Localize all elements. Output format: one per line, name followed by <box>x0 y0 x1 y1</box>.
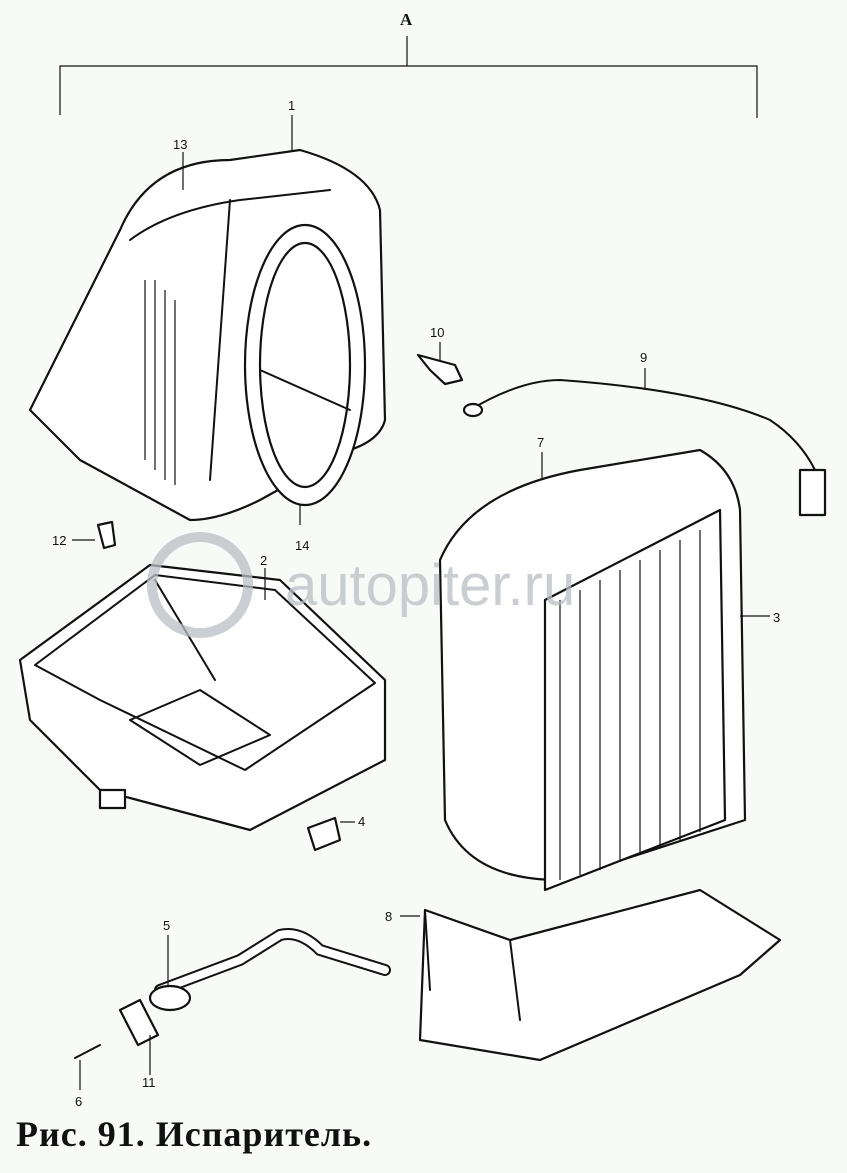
lower-tray <box>18 563 387 832</box>
callout-3: 3 <box>773 610 780 625</box>
callout-1: 1 <box>288 98 295 113</box>
leader-lines <box>72 115 770 1090</box>
callout-2: 2 <box>260 553 267 568</box>
drain-tube-assembly <box>74 816 391 1059</box>
callout-11: 11 <box>142 1075 156 1090</box>
figure-caption: Рис. 91. Испаритель. <box>16 1114 373 1154</box>
callout-10: 10 <box>430 325 444 340</box>
callout-14: 14 <box>295 538 309 553</box>
sensor-part-9 <box>462 379 827 517</box>
callout-9: 9 <box>640 350 647 365</box>
watermark: autopiter.ru <box>147 532 575 638</box>
svg-text:A: A <box>400 10 413 29</box>
callout-8: 8 <box>385 909 392 924</box>
callout-4: 4 <box>358 814 365 829</box>
drain-pan <box>418 888 782 1062</box>
callout-12: 12 <box>52 533 66 548</box>
group-bracket-a: A <box>59 10 758 118</box>
evaporator-core <box>438 448 747 892</box>
clip-part-12 <box>96 520 117 550</box>
callout-6: 6 <box>75 1094 82 1109</box>
upper-housing <box>28 148 387 522</box>
watermark-text: autopiter.ru <box>285 553 575 618</box>
callout-13: 13 <box>173 137 187 152</box>
callout-7: 7 <box>537 435 544 450</box>
callout-5: 5 <box>163 918 170 933</box>
clip-part-10 <box>416 353 464 386</box>
